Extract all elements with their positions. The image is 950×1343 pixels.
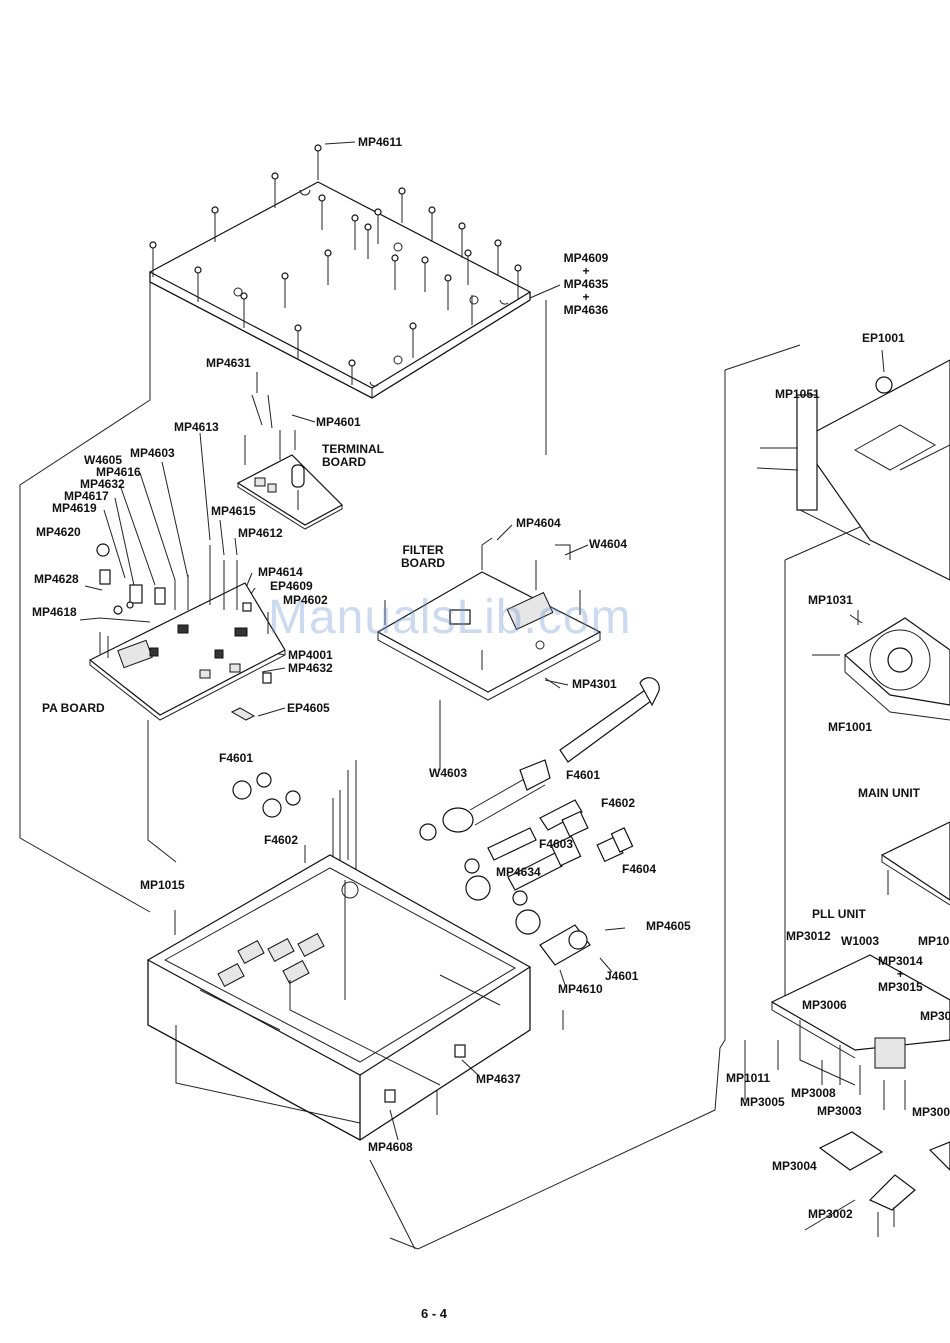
label-mp3012: MP3012 bbox=[786, 929, 831, 943]
label-mp30-clipped: MP30 bbox=[920, 1009, 950, 1023]
label-j4601: J4601 bbox=[605, 969, 639, 983]
label-w4603: W4603 bbox=[429, 766, 468, 780]
label-mp4608: MP4608 bbox=[368, 1140, 413, 1154]
label-mp4605: MP4605 bbox=[646, 919, 691, 933]
label-f4604: F4604 bbox=[622, 862, 657, 876]
label-mp3003: MP3003 bbox=[817, 1104, 862, 1118]
cover-screws bbox=[149, 144, 522, 385]
label-mp4620: MP4620 bbox=[36, 525, 81, 539]
label-mp4616: MP4616 bbox=[96, 465, 141, 479]
label-mp300-clipped: MP300 bbox=[912, 1105, 950, 1119]
label-mp4609-group: MP4609 + MP4635 + MP4636 bbox=[560, 252, 612, 317]
filter-board bbox=[376, 537, 602, 701]
label-mp1015: MP1015 bbox=[140, 878, 185, 892]
label-mp3006: MP3006 bbox=[802, 998, 847, 1012]
label-pa-board: PA BOARD bbox=[42, 701, 105, 715]
page-number: 6 - 4 bbox=[421, 1306, 448, 1321]
label-terminal-board-line2: BOARD bbox=[322, 455, 366, 469]
label-plus-2: + bbox=[582, 290, 590, 304]
label-mp3005: MP3005 bbox=[740, 1095, 785, 1109]
label-mp4604: MP4604 bbox=[516, 516, 561, 530]
label-mp4613: MP4613 bbox=[174, 420, 219, 434]
guide-lines bbox=[19, 282, 861, 1250]
ep4605-part bbox=[230, 707, 256, 721]
label-f4601-left: F4601 bbox=[219, 751, 254, 765]
label-filter-board-line1: FILTER bbox=[402, 543, 444, 557]
label-w4604: W4604 bbox=[589, 537, 628, 551]
label-f4602-right: F4602 bbox=[601, 796, 636, 810]
label-mp4612: MP4612 bbox=[238, 526, 283, 540]
label-main-unit: MAIN UNIT bbox=[858, 786, 920, 800]
label-mp4618: MP4618 bbox=[32, 605, 77, 619]
label-mp4602: MP4602 bbox=[283, 593, 328, 607]
label-mp1031: MP1031 bbox=[808, 593, 853, 607]
label-terminal-board: TERMINAL BOARD bbox=[322, 443, 384, 469]
label-plus-1: + bbox=[582, 264, 590, 278]
rear-bracket bbox=[756, 359, 950, 581]
label-ep1001: EP1001 bbox=[862, 331, 905, 345]
label-w4605: W4605 bbox=[84, 453, 123, 467]
label-mp4615: MP4615 bbox=[211, 504, 256, 518]
cooling-fan bbox=[812, 610, 950, 721]
label-mp4637: MP4637 bbox=[476, 1072, 521, 1086]
label-mp3008: MP3008 bbox=[791, 1086, 836, 1100]
label-pll-unit: PLL UNIT bbox=[812, 907, 866, 921]
label-ep4605: EP4605 bbox=[287, 701, 330, 715]
pa-board bbox=[88, 543, 286, 721]
main-unit bbox=[880, 821, 950, 906]
label-mp4614: MP4614 bbox=[258, 565, 303, 579]
label-mp4611: MP4611 bbox=[358, 135, 403, 149]
label-mf1001: MF1001 bbox=[828, 720, 873, 734]
label-mp4631: MP4631 bbox=[206, 356, 251, 370]
label-mp3014: MP3014 bbox=[878, 954, 923, 968]
label-mp4603: MP4603 bbox=[130, 446, 175, 460]
label-mp4634: MP4634 bbox=[496, 865, 541, 879]
label-mp4632-bottom: MP4632 bbox=[288, 661, 333, 675]
label-mp4001: MP4001 bbox=[288, 648, 333, 662]
label-mp3002: MP3002 bbox=[808, 1207, 853, 1221]
label-mp3015: MP3015 bbox=[878, 980, 923, 994]
label-mp3014-group: MP3014 + MP3015 bbox=[878, 955, 923, 994]
label-mp3004: MP3004 bbox=[772, 1159, 817, 1173]
label-mp4635: MP4635 bbox=[563, 277, 609, 291]
label-mp1051: MP1051 bbox=[775, 387, 820, 401]
pll-unit bbox=[770, 954, 950, 1237]
label-f4603: F4603 bbox=[539, 837, 574, 851]
label-filter-board: FILTER BOARD bbox=[401, 544, 445, 570]
label-f4601-right: F4601 bbox=[566, 768, 601, 782]
label-mp4628: MP4628 bbox=[34, 572, 79, 586]
label-mp1011: MP1011 bbox=[726, 1071, 771, 1085]
label-mp4636: MP4636 bbox=[563, 303, 609, 317]
label-plus-3: + bbox=[896, 967, 904, 981]
label-mp4301: MP4301 bbox=[572, 677, 617, 691]
label-terminal-board-line1: TERMINAL bbox=[322, 442, 384, 456]
label-w1003: W1003 bbox=[841, 934, 880, 948]
label-mp4617: MP4617 bbox=[64, 489, 109, 503]
label-filter-board-line2: BOARD bbox=[401, 556, 445, 570]
label-mp4609: MP4609 bbox=[563, 251, 609, 265]
watermark: ManualsLib.com bbox=[268, 591, 632, 644]
chassis bbox=[146, 845, 564, 1141]
label-mp10-clipped: MP10 bbox=[918, 934, 950, 948]
label-ep4609: EP4609 bbox=[270, 579, 313, 593]
label-mp4601: MP4601 bbox=[316, 415, 361, 429]
label-mp4610: MP4610 bbox=[558, 982, 603, 996]
label-mp4619: MP4619 bbox=[52, 501, 97, 515]
label-mp4632-top: MP4632 bbox=[80, 477, 125, 491]
label-f4602-left: F4602 bbox=[264, 833, 299, 847]
terminal-board bbox=[236, 394, 343, 530]
fuse-assembly bbox=[232, 677, 660, 966]
